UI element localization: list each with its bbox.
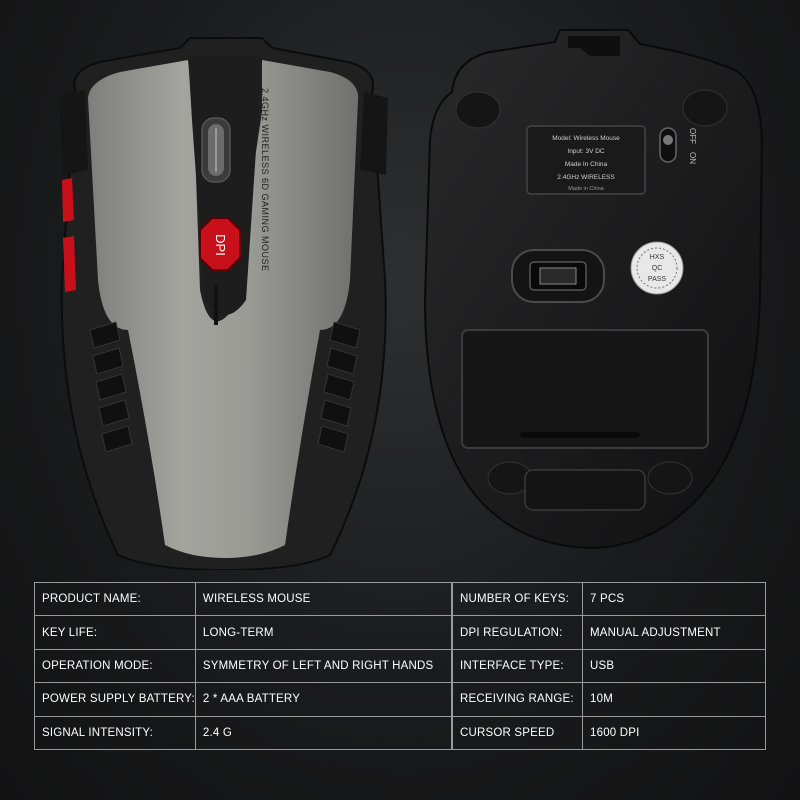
spec-key: KEY LIFE: <box>34 615 196 650</box>
spec-key: POWER SUPPLY BATTERY: <box>34 682 196 717</box>
spec-value: USB <box>582 648 766 684</box>
spec-key: CURSOR SPEED <box>452 715 583 750</box>
label-line-5: Made in China <box>568 186 604 192</box>
mouse-top-view: DPI 2.4GHz WIRELESS 6D GAMING MOUSE <box>60 37 388 570</box>
spec-value: SYMMETRY OF LEFT AND RIGHT HANDS <box>194 648 453 684</box>
spec-key: NUMBER OF KEYS: <box>452 581 583 617</box>
switch-off-label: OFF <box>688 128 697 144</box>
label-line-2: Input: 3V DC <box>567 148 605 155</box>
switch-on-label: ON <box>688 152 697 164</box>
spec-value: 2 * AAA BATTERY <box>194 682 453 717</box>
dpi-button-label: DPI <box>213 234 228 256</box>
spec-value: MANUAL ADJUSTMENT <box>582 615 766 650</box>
spec-value: 10M <box>582 682 766 717</box>
spec-row: OPERATION MODE:SYMMETRY OF LEFT AND RIGH… <box>34 648 453 684</box>
spec-value: 7 PCS <box>582 581 766 617</box>
seal-line-1: HXS <box>650 254 665 261</box>
label-line-4: 2.4GHz WIRELESS <box>557 174 615 181</box>
spec-key: OPERATION MODE: <box>34 648 196 684</box>
product-photo-area: DPI 2.4GHz WIRELESS 6D GAMING MOUSE <box>60 29 764 570</box>
spec-row: KEY LIFE:LONG-TERM <box>34 615 453 650</box>
label-line-1: Model: Wireless Mouse <box>552 135 620 142</box>
side-button-back <box>63 236 76 292</box>
spec-key: SIGNAL INTENSITY: <box>34 715 196 750</box>
spec-row: RECEIVING RANGE:10M <box>452 682 766 717</box>
bottom-label-plate <box>526 125 646 195</box>
spec-key: INTERFACE TYPE: <box>452 648 583 684</box>
mouse-illustration: DPI 2.4GHz WIRELESS 6D GAMING MOUSE <box>60 29 764 570</box>
label-line-3: Made In China <box>565 161 608 168</box>
spec-value: 1600 DPI <box>582 715 766 750</box>
spec-row: POWER SUPPLY BATTERY:2 * AAA BATTERY <box>34 682 453 717</box>
side-button-forward <box>62 178 74 222</box>
dpi-button <box>199 217 241 271</box>
mouse-foot <box>455 91 501 129</box>
spec-key: RECEIVING RANGE: <box>452 682 583 717</box>
spec-value: LONG-TERM <box>194 615 453 650</box>
mouse-bottom-view: Model: Wireless Mouse Input: 3V DC Made … <box>423 29 764 550</box>
spec-value: WIRELESS MOUSE <box>194 581 453 617</box>
spec-row: PRODUCT NAME:WIRELESS MOUSE <box>34 581 453 617</box>
spec-row: SIGNAL INTENSITY:2.4 G <box>34 715 453 750</box>
seal-line-3: PASS <box>648 276 666 283</box>
spec-row: DPI REGULATION:MANUAL ADJUSTMENT <box>452 615 766 650</box>
spec-row: INTERFACE TYPE:USB <box>452 648 766 684</box>
battery-cover <box>461 329 709 449</box>
mouse-foot <box>682 89 728 127</box>
spec-value: 2.4 G <box>194 715 453 750</box>
mouse-foot <box>647 461 693 495</box>
mouse-side-text: 2.4GHz WIRELESS 6D GAMING MOUSE <box>260 88 270 272</box>
spec-key: PRODUCT NAME: <box>34 581 196 617</box>
seal-line-2: QC <box>652 265 663 272</box>
spec-key: DPI REGULATION: <box>452 615 583 650</box>
qc-pass-seal <box>630 241 684 295</box>
spec-row: NUMBER OF KEYS:7 PCS <box>452 581 766 617</box>
